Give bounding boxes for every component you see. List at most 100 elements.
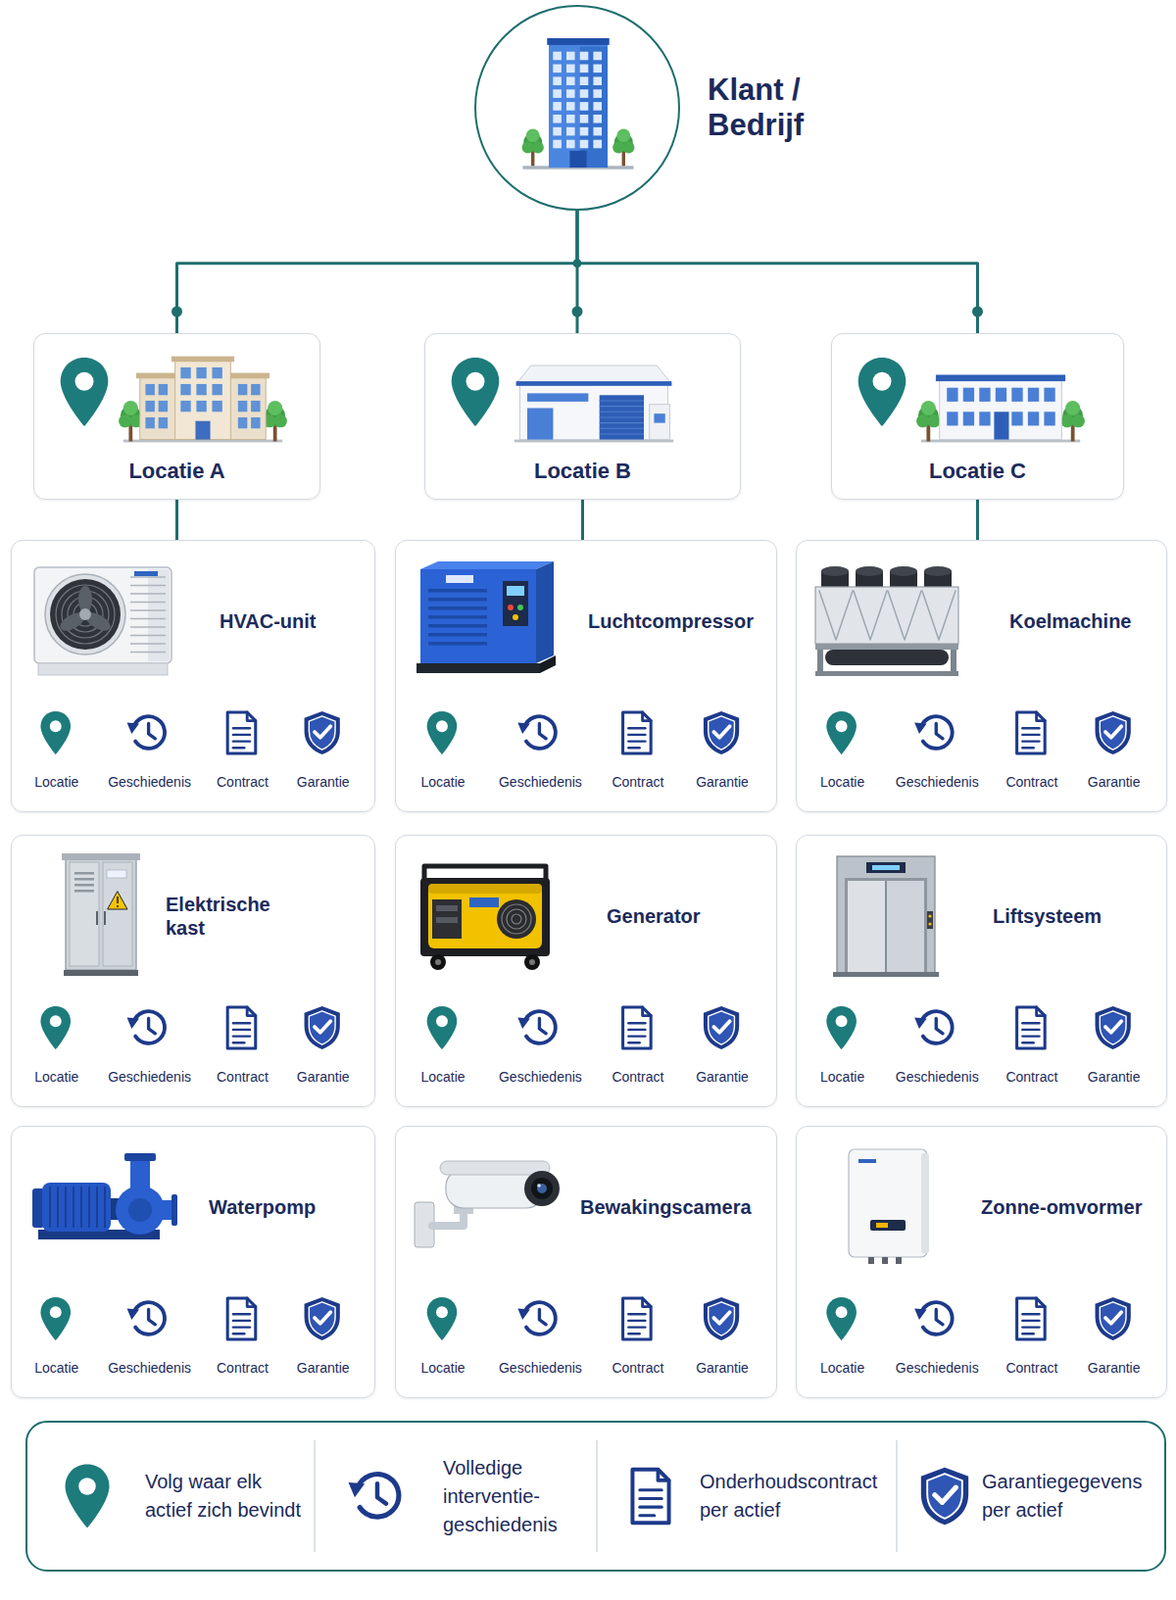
warranty-icon (703, 1297, 739, 1341)
inverter-illustration (882, 1257, 888, 1265)
icon-label: Garantie (278, 774, 369, 791)
contract-icon (628, 739, 645, 742)
location-pin-icon (40, 1006, 71, 1050)
warranty-icon (708, 1302, 735, 1336)
location-building (1011, 411, 1023, 426)
building-illustration (566, 51, 576, 61)
location-building (916, 414, 930, 428)
lift-illustration (928, 914, 931, 918)
warranty-icon (1095, 1297, 1131, 1341)
history-icon (524, 1011, 556, 1044)
history-icon (914, 1302, 952, 1335)
location-building (238, 384, 247, 395)
cabinet-illustration (102, 862, 133, 967)
location-pin-icon (436, 720, 448, 733)
compressor-illustration (428, 597, 488, 602)
cabinet-illustration (103, 911, 106, 926)
building-illustration (566, 101, 576, 111)
history-icon (935, 723, 943, 738)
warranty-icon (314, 1021, 331, 1032)
contract-icon (628, 1041, 639, 1044)
location-building (180, 384, 191, 395)
contract-icon (1022, 1320, 1039, 1323)
legend-text: Volledige interventie-geschiedenis (442, 1454, 590, 1540)
history-icon (524, 1302, 556, 1335)
building-illustration (616, 129, 631, 144)
building-illustration (580, 101, 589, 111)
warranty-icon (703, 711, 739, 755)
generator-illustration (420, 878, 550, 957)
location-building (1043, 388, 1055, 402)
asset-title: Waterpomp (208, 1195, 366, 1220)
contract-icon (227, 1298, 256, 1340)
location-pin-icon (78, 1477, 97, 1496)
icon-label: Geschiedenis (494, 1069, 586, 1086)
location-label: Locatie A (34, 458, 320, 485)
icon-label: Garantie (677, 1360, 768, 1377)
location-building (196, 384, 206, 395)
history-icon (517, 716, 555, 749)
asset-card: BewakingscameraLocatieGeschiedenisContra… (394, 1126, 778, 1399)
contract-icon (639, 1497, 662, 1501)
location-building (175, 359, 232, 440)
hvac-illustration (130, 585, 166, 588)
asset-card: Zonne-omvormerLocatieGeschiedenisContrac… (795, 1126, 1168, 1399)
location-pin-icon (40, 1006, 71, 1050)
history-icon (517, 1011, 555, 1044)
location-building (935, 375, 1066, 383)
contract-icon (628, 1022, 645, 1025)
generator-illustration (511, 914, 522, 925)
history-icon (914, 716, 952, 749)
building-illustration (566, 76, 576, 86)
location-pin-icon (60, 357, 109, 427)
location-building (963, 411, 975, 426)
icon-label: Garantie (677, 1069, 768, 1086)
location-pin-icon (427, 1297, 458, 1341)
pump-illustration (56, 1186, 59, 1228)
location-pin-icon (858, 357, 907, 427)
building-illustration (592, 51, 602, 61)
location-building (1028, 411, 1039, 426)
history-icon (921, 716, 953, 749)
warranty-icon (308, 1302, 336, 1336)
location-building (140, 376, 266, 440)
location-pin-icon (40, 711, 71, 755)
history-icon (127, 1017, 140, 1029)
location-building (180, 400, 191, 412)
hvac-illustration (130, 651, 166, 654)
contract-icon (233, 746, 245, 749)
compressor-illustration (428, 641, 488, 646)
asset-card: WaterpompLocatieGeschiedenisContractGara… (10, 1126, 376, 1399)
connector-dot (171, 306, 183, 318)
history-icon (914, 722, 927, 735)
history-icon (517, 1017, 530, 1029)
asset-card: Elektrische kastLocatieGeschiedenisContr… (10, 834, 376, 1108)
location-pin-icon (826, 711, 857, 755)
legend-text: Onderhoudscontract per actief (699, 1468, 892, 1525)
history-icon (127, 1011, 165, 1044)
warranty-icon (921, 1468, 969, 1526)
building-illustration (566, 114, 576, 124)
location-building (516, 365, 673, 385)
lift-illustration (928, 922, 931, 926)
history-icon (914, 1308, 927, 1321)
hvac-illustration (130, 635, 166, 637)
history-icon (517, 1302, 555, 1335)
building-illustration (522, 38, 636, 170)
history-icon (127, 722, 140, 735)
history-icon (524, 716, 556, 749)
building-illustration (552, 114, 562, 124)
history-icon (921, 1302, 953, 1335)
asset-title: Generator (606, 904, 764, 929)
contract-icon (639, 1506, 662, 1510)
contract-icon (628, 1029, 645, 1031)
warranty-icon (713, 726, 730, 737)
inverter-illustration (921, 1153, 930, 1254)
history-icon (348, 1474, 399, 1519)
location-building (963, 388, 975, 402)
icon-label: Locatie (397, 774, 489, 791)
building-illustration (546, 38, 609, 46)
history-icon (914, 1011, 952, 1044)
building-illustration (548, 43, 608, 168)
compressor-illustration (502, 581, 529, 627)
